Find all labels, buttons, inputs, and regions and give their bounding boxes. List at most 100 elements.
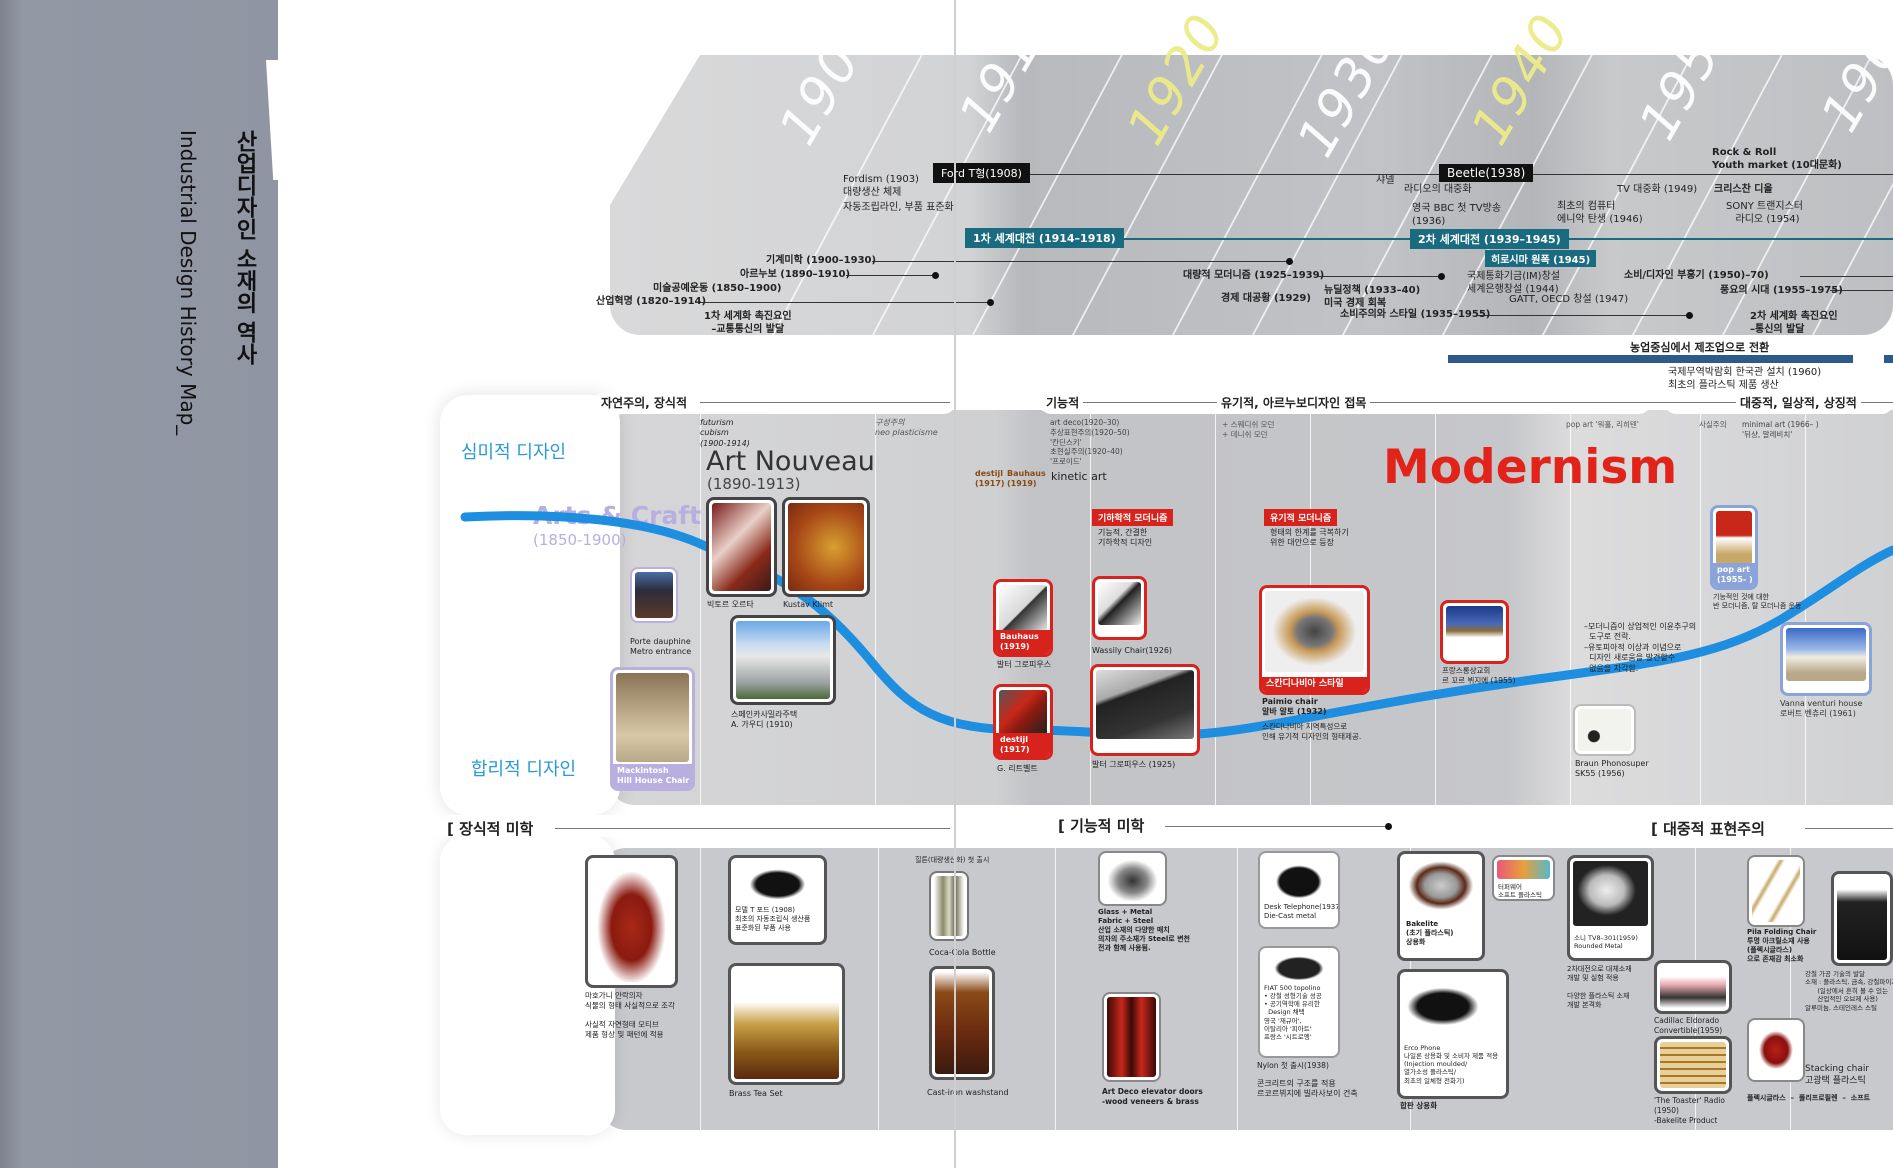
bakelite-caption: Bakelite (초기 플라스틱) 상용화 bbox=[1406, 920, 1454, 947]
sec2-dot bbox=[1385, 823, 1392, 830]
event-sony-radio: SONY 트랜지스터 라디오 (1954) bbox=[1726, 201, 1803, 225]
section-functional-aesthetics: [ 기능적 미학 bbox=[1058, 817, 1145, 835]
sec3-line bbox=[1805, 828, 1893, 829]
machine-aesthetic-line bbox=[872, 261, 1290, 262]
event-globalization-1: 1차 세계화 촉진요인 –교통통신의 발달 bbox=[704, 311, 792, 335]
event-radio: 라디오의 대중화 bbox=[1404, 184, 1472, 195]
timeline-header-band bbox=[610, 55, 1893, 335]
paimio-caption: Paimio chair 알바 알토 (1932) bbox=[1262, 697, 1327, 717]
paimio-chair-card: 스칸디나비아 스타일 bbox=[1259, 585, 1370, 695]
page-fold bbox=[954, 0, 956, 1168]
event-korea-trade: 국제무역박람회 한국관 설치 (1960) 최초의 플라스틱 제품 생산 bbox=[1668, 367, 1822, 391]
page-edge bbox=[266, 60, 278, 180]
ronchamp-caption: 프랑스롱샹교회 르 꼬르 뷔지에 (1955) bbox=[1442, 666, 1516, 685]
pila-chair-image bbox=[1747, 855, 1805, 927]
event-ford-t: Ford T형(1908) bbox=[933, 163, 1030, 183]
consumerism-line bbox=[1478, 315, 1690, 316]
style-functional: 기능적 bbox=[1042, 394, 1084, 411]
section-decorative-aesthetics: [ 장식적 미학 bbox=[447, 820, 534, 838]
organic-modernism-desc: 형태의 한계를 극복하기 위한 대안으로 등장 bbox=[1270, 528, 1349, 548]
tupperware-card: 터퍼웨어 소프트 플라스틱 bbox=[1492, 855, 1555, 901]
event-machine-aesthetic: 기계미학 (1900–1930) bbox=[766, 255, 877, 266]
pila-chair-caption: Pila Folding Chair 투명 아크릴소재 사용 (플렉시글라스) … bbox=[1747, 928, 1817, 964]
black-appliance-image bbox=[1831, 871, 1893, 966]
event-tv: TV 대중화 (1949) bbox=[1617, 184, 1698, 195]
event-industrial-revolution: 산업혁명 (1820–1914) bbox=[596, 296, 707, 307]
machine-aesthetic-dot bbox=[1286, 258, 1293, 265]
erco-phone-card: Erco Phone 나일론 상용화 및 소비자 제품 적용 (Injectio… bbox=[1397, 969, 1509, 1099]
functional-line bbox=[1080, 402, 1893, 403]
plywood-caption: 합판 상용화 bbox=[1400, 1101, 1438, 1110]
porte-dauphine-caption: Porte dauphine Metro entrance bbox=[630, 637, 692, 657]
pop-art-note: pop art '워홀, 리히텐' bbox=[1566, 420, 1639, 429]
glass-metal-caption: Glass + Metal Fabric + Steel 산업 소재의 다양한 … bbox=[1098, 908, 1190, 953]
materials-caption: 플렉시글라스 – 폴리프로필렌 – 소프트 bbox=[1747, 1094, 1871, 1102]
style-popular: 대중적, 일상적, 상징적 bbox=[1736, 394, 1861, 411]
model-t-caption: 모델 T 포드 (1908) 최초의 자동조립식 생산품 표준화된 부품 사용 bbox=[735, 906, 811, 933]
toaster-radio-caption: 'The Toaster' Radio (1950) -Bakelite Pro… bbox=[1654, 1096, 1725, 1125]
event-ww2: 2차 세계대전 (1939–1945) bbox=[1410, 229, 1569, 249]
model-t-card: 모델 T 포드 (1908) 최초의 자동조립식 생산품 표준화된 부품 사용 bbox=[728, 855, 827, 945]
chaise-longue-image bbox=[1098, 851, 1167, 906]
event-fordism: Fordism (1903) 대량생산 체제 bbox=[843, 174, 919, 198]
naturalism-line bbox=[700, 402, 950, 403]
affluence-line bbox=[1830, 290, 1893, 291]
event-globalization-2: 2차 세계화 촉진요인 –통신의 발달 bbox=[1750, 311, 1838, 335]
destijl-card-label: destijl (1917) bbox=[996, 733, 1050, 757]
minimal-art-note: minimal art (1966– ) '뒤샹, 말레비치' bbox=[1742, 420, 1819, 439]
nylon-caption: Nylon 첫 출시(1938) bbox=[1257, 1061, 1329, 1070]
futurism-note: futurism cubism (1900-1914) bbox=[700, 418, 750, 448]
bauhaus-note: Bauhaus (1919) bbox=[1007, 469, 1046, 489]
art-nouveau-title: Art Nouveau bbox=[706, 446, 875, 477]
geometric-modernism-tag: 기하학적 모더니즘 bbox=[1092, 509, 1174, 526]
event-art-nouveau: 아르누보 (1890–1910) bbox=[740, 269, 851, 280]
horta-image bbox=[706, 497, 777, 597]
braun-caption: Braun Phonosuper SK55 (1956) bbox=[1575, 759, 1649, 779]
event-eniac: 최초의 컴퓨터 에니악 탄생 (1946) bbox=[1557, 201, 1643, 225]
constructivism-note: 구성주의 neo plasticisme bbox=[875, 418, 938, 438]
bauhaus-chair-card: Bauhaus (1919) bbox=[993, 579, 1053, 657]
mass-modernism-line bbox=[1318, 276, 1442, 277]
coca-cola-note: 힐튼(대량생산화) 첫 출시 bbox=[915, 856, 990, 864]
erco-caption: Erco Phone 나일론 상용화 및 소비자 제품 적용 (Injectio… bbox=[1404, 1044, 1499, 1085]
event-chanel: 샤넬 bbox=[1376, 175, 1395, 186]
casa-mila-image bbox=[730, 615, 836, 705]
fiat-500-card: FIAT 500 topolino • 강철 성형기술 성공 • 공기역학에 유… bbox=[1258, 946, 1340, 1058]
cadillac-image bbox=[1654, 960, 1732, 1014]
consumerism-dot bbox=[1686, 312, 1693, 319]
ronchamp-image bbox=[1440, 600, 1509, 664]
mahogany-caption: 마호가니 안락의자 식물의 형태 사실적으로 조각 사실적 자연형태 모티브 제… bbox=[585, 991, 675, 1039]
bauhaus-caption: 발터 그로피우스 bbox=[997, 660, 1052, 669]
art-deco-doors-image bbox=[1102, 992, 1161, 1082]
brass-tea-set-image bbox=[728, 963, 845, 1085]
event-korea-shift: 농업중심에서 제조업으로 전환 bbox=[1630, 341, 1770, 354]
arts-craft-title: Arts & Craft bbox=[533, 501, 702, 530]
destijl-chair-card: destijl (1917) bbox=[993, 684, 1053, 760]
realism-note: 사실주의 bbox=[1699, 420, 1727, 429]
event-hiroshima: 히로시마 원폭 (1945) bbox=[1485, 250, 1597, 267]
sony-tv-card: 소니 TV8–301(1959) Rounded Metal bbox=[1567, 855, 1654, 961]
porte-dauphine-image bbox=[630, 567, 678, 623]
event-consumerism: 소비주의와 스타일 (1935–1955) bbox=[1340, 309, 1491, 320]
washstand-image bbox=[929, 966, 995, 1080]
event-beetle: Beetle(1938) bbox=[1439, 164, 1534, 182]
cadillac-caption: Cadillac Eldorado Convertible(1959) bbox=[1654, 1016, 1723, 1035]
event-affluence: 풍요의 시대 (1955–1975) bbox=[1720, 285, 1843, 296]
art-nouveau-dot bbox=[932, 272, 939, 279]
stacking-chair-caption: Stacking chair 고광택 플라스틱 bbox=[1805, 1064, 1870, 1086]
pop-art-card-label: pop art (1955- ) bbox=[1713, 563, 1755, 587]
modernism-critique-note: –모더니즘이 상업적인 이윤추구의 도구로 전락. –유토피아적 이상과 이념으… bbox=[1584, 622, 1697, 673]
industrial-revolution-line bbox=[698, 302, 990, 303]
scandinavian-note: + 스웨디쉬 모던 + 데니쉬 모던 bbox=[1222, 420, 1275, 439]
mackintosh-caption: Mackintosh Hill House Chair bbox=[613, 764, 692, 788]
panton-chair-image bbox=[1747, 1018, 1805, 1082]
sec2-line bbox=[1165, 826, 1387, 827]
bauhaus-card-label: Bauhaus (1919) bbox=[996, 630, 1050, 654]
klimt-caption: Kustav Klimt bbox=[783, 600, 834, 609]
wassily-caption: Wassily Chair(1926) bbox=[1092, 646, 1173, 655]
art-deco-note: art deco(1920–30) 추상표현주의(1920–50) '칸딘스키'… bbox=[1050, 418, 1130, 466]
geometric-modernism-desc: 기능적, 간결한 기하학적 디자인 bbox=[1098, 528, 1153, 548]
industrial-revolution-dot bbox=[987, 299, 994, 306]
korea-industry-bar-2 bbox=[1884, 355, 1893, 363]
modernism-title: Modernism bbox=[1383, 440, 1678, 495]
